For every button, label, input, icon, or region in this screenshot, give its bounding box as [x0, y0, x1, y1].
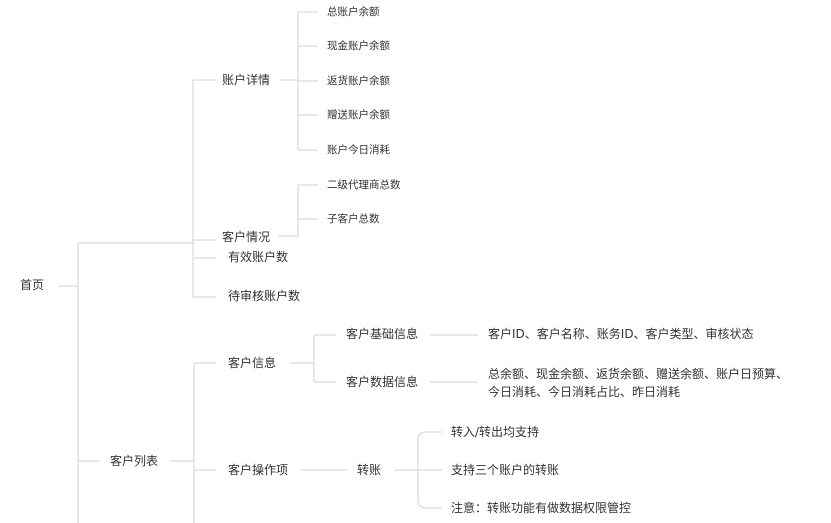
node-pending-review: 待审核账户数: [228, 289, 301, 303]
leaf-today-consumption: 账户今日消耗: [327, 144, 390, 156]
leaf-basic-info-detail: 客户ID、客户名称、账务ID、客户类型、审核状态: [488, 327, 754, 341]
leaf-transfer-in-out: 转入/转出均支持: [451, 425, 540, 439]
node-customer-list: 客户列表: [110, 454, 159, 468]
leaf-rebate-balance: 返货账户余额: [327, 75, 390, 87]
node-customer-operations: 客户操作项: [228, 463, 289, 477]
node-transfer: 转账: [357, 463, 382, 477]
leaf-transfer-permission-note: 注意：转账功能有做数据权限管控: [451, 501, 632, 515]
leaf-data-info-detail-line2: 今日消耗、今日消耗占比、昨日消耗: [488, 385, 681, 399]
leaf-transfer-three-accounts: 支持三个账户的转账: [451, 463, 560, 477]
node-customer-info: 客户信息: [228, 356, 277, 370]
node-valid-accounts: 有效账户数: [228, 250, 289, 264]
leaf-agent-count: 二级代理商总数: [327, 179, 401, 191]
leaf-total-balance: 总账户余额: [327, 6, 380, 18]
root-node: 首页: [20, 278, 45, 292]
node-account-detail: 账户详情: [222, 73, 271, 87]
leaf-cash-balance: 现金账户余额: [327, 40, 390, 52]
node-data-info: 客户数据信息: [346, 375, 419, 389]
node-basic-info: 客户基础信息: [346, 327, 419, 341]
leaf-subcustomer-count: 子客户总数: [327, 213, 380, 225]
leaf-data-info-detail-line1: 总余额、现金余额、返货余额、赠送余额、账户日预算、: [488, 367, 789, 381]
leaf-gift-balance: 赠送账户余额: [327, 109, 390, 121]
node-customer-status: 客户情况: [222, 230, 271, 244]
